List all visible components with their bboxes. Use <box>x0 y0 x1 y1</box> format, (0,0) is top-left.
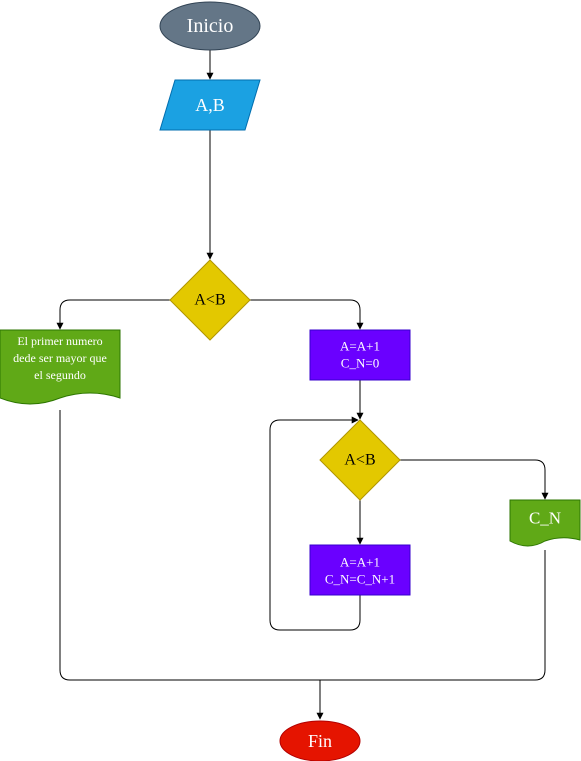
decision1-node: A<B <box>169 259 251 341</box>
start-node: Inicio <box>159 1 261 51</box>
edge-decision1-error <box>56 299 172 330</box>
init-process-line-2: C_N=0 <box>341 356 379 371</box>
init-process-box <box>309 329 411 381</box>
input-node: A,B <box>159 79 261 131</box>
loop-process-node: A=A+1 C_N=C_N+1 <box>309 544 411 596</box>
end-label: Fin <box>308 731 332 751</box>
edge-loop-back <box>269 416 361 631</box>
edge-decision1-init <box>248 299 364 330</box>
start-label: Inicio <box>187 15 234 37</box>
output-cn-document <box>509 499 581 547</box>
loop-process-line-2: C_N=C_N+1 <box>325 572 395 587</box>
output-cn-label: C_N <box>529 509 561 528</box>
end-ellipse <box>279 720 361 761</box>
loop-process-line-1: A=A+1 <box>340 555 380 570</box>
decision2-diamond <box>319 419 401 501</box>
loop-process-box <box>309 544 411 596</box>
decision1-label: A<B <box>194 292 225 309</box>
error-output-document <box>0 329 121 405</box>
init-process-node: A=A+1 C_N=0 <box>309 329 411 381</box>
error-output-line-1: El primer numero <box>17 334 102 348</box>
decision1-diamond <box>169 259 251 341</box>
error-output-line-3: el segundo <box>34 368 86 382</box>
start-ellipse <box>159 1 261 51</box>
decision2-label: A<B <box>344 452 375 469</box>
decision2-node: A<B <box>319 419 401 501</box>
end-node: Fin <box>279 720 361 761</box>
input-parallelogram <box>159 79 261 131</box>
edge-error-merge <box>59 410 546 681</box>
error-output-node: El primer numero dede ser mayor que el s… <box>0 329 121 405</box>
init-process-line-1: A=A+1 <box>340 339 380 354</box>
output-cn-node: C_N <box>509 499 581 547</box>
error-output-line-2: dede ser mayor que <box>13 351 107 365</box>
input-label: A,B <box>195 95 225 115</box>
edge-decision2-output <box>400 459 549 500</box>
